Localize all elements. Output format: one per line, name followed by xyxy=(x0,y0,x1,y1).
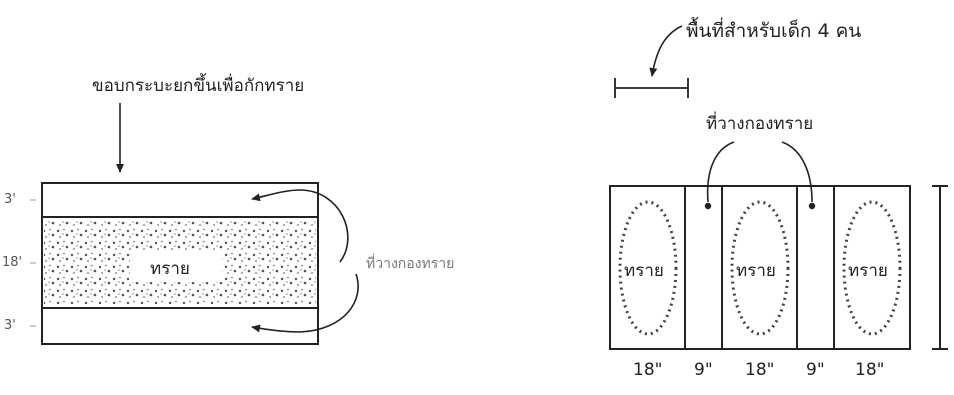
left-sandbox xyxy=(30,103,359,345)
row-mark-middle: 18' xyxy=(2,255,23,270)
dimension-1: 18" xyxy=(633,360,663,380)
sand-label-3: ทราย xyxy=(848,261,888,281)
sand-pile-2 xyxy=(730,200,790,336)
sand-label-left: ทราย xyxy=(150,259,190,279)
sand-label-2: ทราย xyxy=(736,261,776,281)
play-area-label: พื้นที่สำหรับเด็ก 4 คน xyxy=(686,20,862,42)
pile-place-label-right: ที่วางกองทราย xyxy=(706,114,814,134)
pile-pointer-left xyxy=(706,141,735,203)
row-mark-bottom: 3' xyxy=(4,318,16,333)
dimension-4: 9" xyxy=(806,360,825,380)
pile-arrow-bottom xyxy=(251,273,359,333)
right-sandbox xyxy=(609,25,948,350)
sand-label-backdrop xyxy=(130,252,222,282)
area-arrow xyxy=(649,25,683,77)
pile-arrow-top xyxy=(251,189,349,263)
sand-pile-1 xyxy=(618,200,678,336)
sandbox-outline xyxy=(41,182,319,345)
pile-place-label-left: ที่วางกองทราย xyxy=(366,256,455,272)
dimension-5: 18" xyxy=(855,360,885,380)
row-mark-top: 3' xyxy=(4,192,16,207)
pile-pointer-right xyxy=(781,141,813,203)
dimension-3: 18" xyxy=(745,360,775,380)
raised-edge-label: ขอบกระบะยกขึ้นเพื่อกักทราย xyxy=(92,76,305,96)
dimension-2: 9" xyxy=(694,360,713,380)
pile-point-left xyxy=(704,202,712,210)
pile-point-right xyxy=(808,202,816,210)
sand-label-1: ทราย xyxy=(624,261,664,281)
sand-pile-3 xyxy=(842,200,902,336)
compartment-frame xyxy=(609,185,911,350)
